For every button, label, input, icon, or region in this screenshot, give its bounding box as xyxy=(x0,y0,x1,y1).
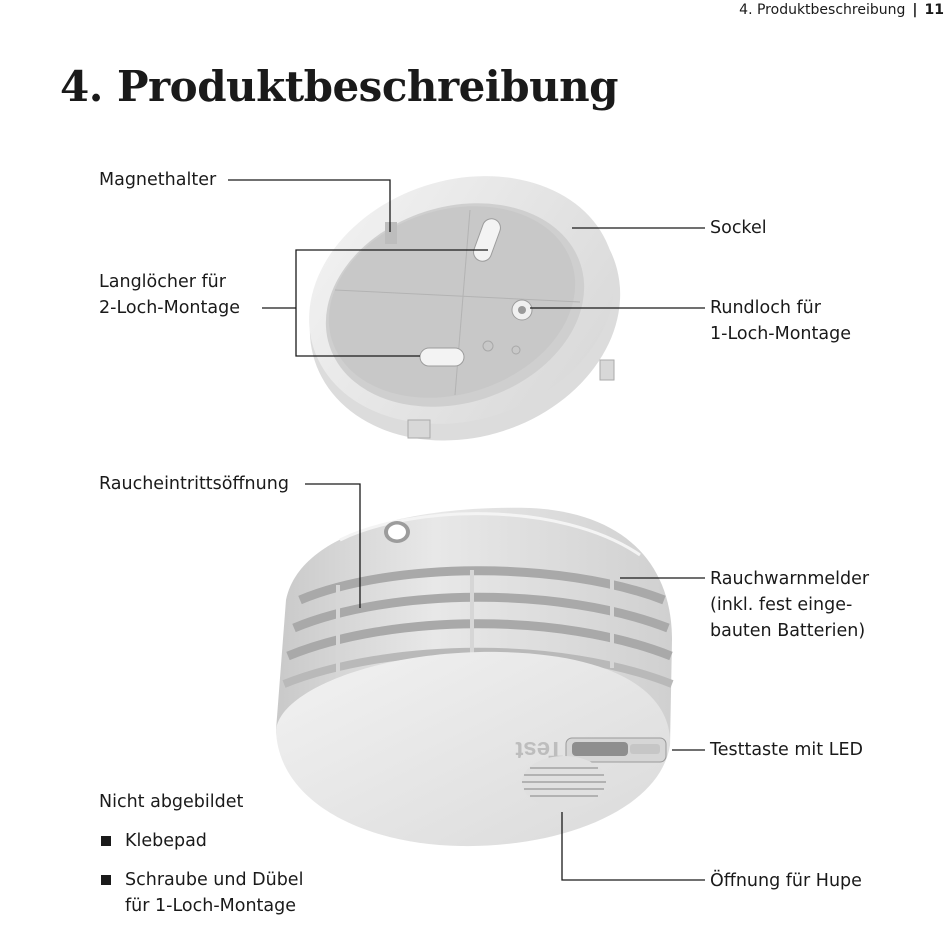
not-shown-list: Klebepad Schraube und Dübel für 1-Loch-M… xyxy=(99,828,303,932)
label-sockel: Sockel xyxy=(710,215,767,241)
label-testtaste: Testtaste mit LED xyxy=(710,737,863,763)
horn-opening-grille xyxy=(522,756,606,808)
label-magnethalter: Magnethalter xyxy=(99,167,217,193)
leader-raucheintritt xyxy=(305,483,361,608)
page-number: 11 xyxy=(924,2,944,18)
running-header: 4. Produktbeschreibung | 11 xyxy=(739,2,944,18)
label-langloecher-line2: 2-Loch-Montage xyxy=(99,295,240,321)
label-rauchwarnmelder-line1: Rauchwarnmelder xyxy=(710,566,870,592)
not-shown-heading: Nicht abgebildet xyxy=(99,789,244,815)
label-langloecher-line1: Langlöcher für xyxy=(99,269,226,295)
bullet-square-icon xyxy=(101,875,111,885)
leader-hupe xyxy=(561,812,705,881)
bullet-square-icon xyxy=(101,836,111,846)
leader-lines xyxy=(228,179,705,881)
label-rauchwarnmelder-line2: (inkl. fest einge- xyxy=(710,592,853,618)
label-rauchwarnmelder-line3: bauten Batterien) xyxy=(710,618,866,644)
list-item: Schraube und Dübel für 1-Loch-Montage xyxy=(99,867,303,919)
label-rundloch-line1: Rundloch für xyxy=(710,295,821,321)
list-item: Klebepad xyxy=(99,828,303,854)
leader-magnethalter xyxy=(228,179,391,232)
leader-langloecher-bracket xyxy=(295,249,488,357)
smoke-entry-grooves xyxy=(282,566,674,688)
label-hupe: Öffnung für Hupe xyxy=(710,868,862,894)
header-section: 4. Produktbeschreibung xyxy=(739,2,906,18)
base-plate xyxy=(309,176,621,441)
label-rundloch-line2: 1-Loch-Montage xyxy=(710,321,851,347)
page-title: 4. Produktbeschreibung xyxy=(60,62,619,111)
header-separator: | xyxy=(912,2,918,18)
label-raucheintritt: Raucheintrittsöffnung xyxy=(99,471,289,497)
page-header: 4. Produktbeschreibung | 11 xyxy=(0,0,950,26)
smoke-detector: Test xyxy=(276,507,674,847)
